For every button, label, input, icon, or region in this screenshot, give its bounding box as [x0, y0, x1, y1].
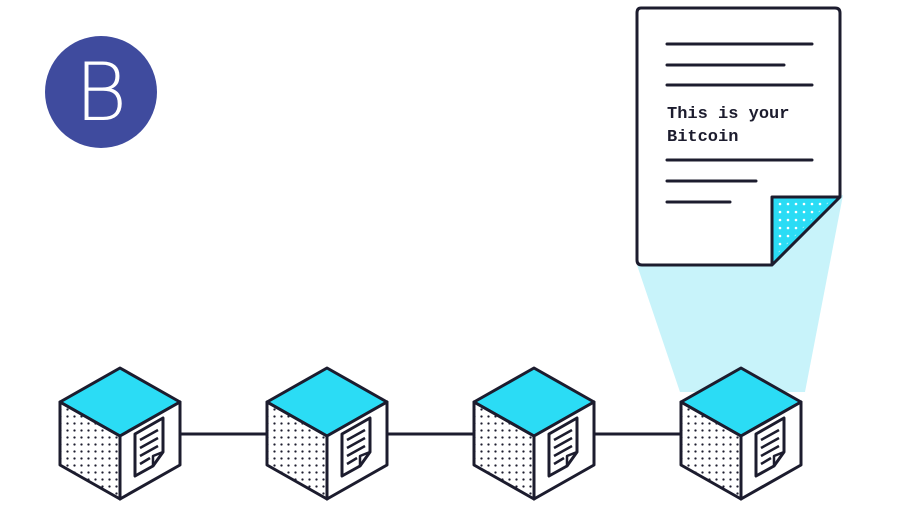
- logo: B: [45, 36, 157, 148]
- file-icon: [340, 416, 372, 478]
- logo-letter: B: [75, 46, 127, 139]
- file-icon: [754, 416, 786, 478]
- block-3: [472, 366, 596, 501]
- block-2: [265, 366, 389, 501]
- block-4: [679, 366, 803, 501]
- document-text-line-2: Bitcoin: [667, 128, 738, 147]
- document-corner-dots: [776, 201, 830, 255]
- file-icon: [133, 416, 165, 478]
- block-chain: [58, 366, 803, 501]
- logo-circle: [45, 36, 157, 148]
- document-text-line-1: This is your: [667, 105, 789, 124]
- bitcoin-document: This is your Bitcoin: [635, 6, 842, 267]
- block-1: [58, 366, 182, 501]
- document-text-lines: [665, 42, 814, 204]
- file-icon: [547, 416, 579, 478]
